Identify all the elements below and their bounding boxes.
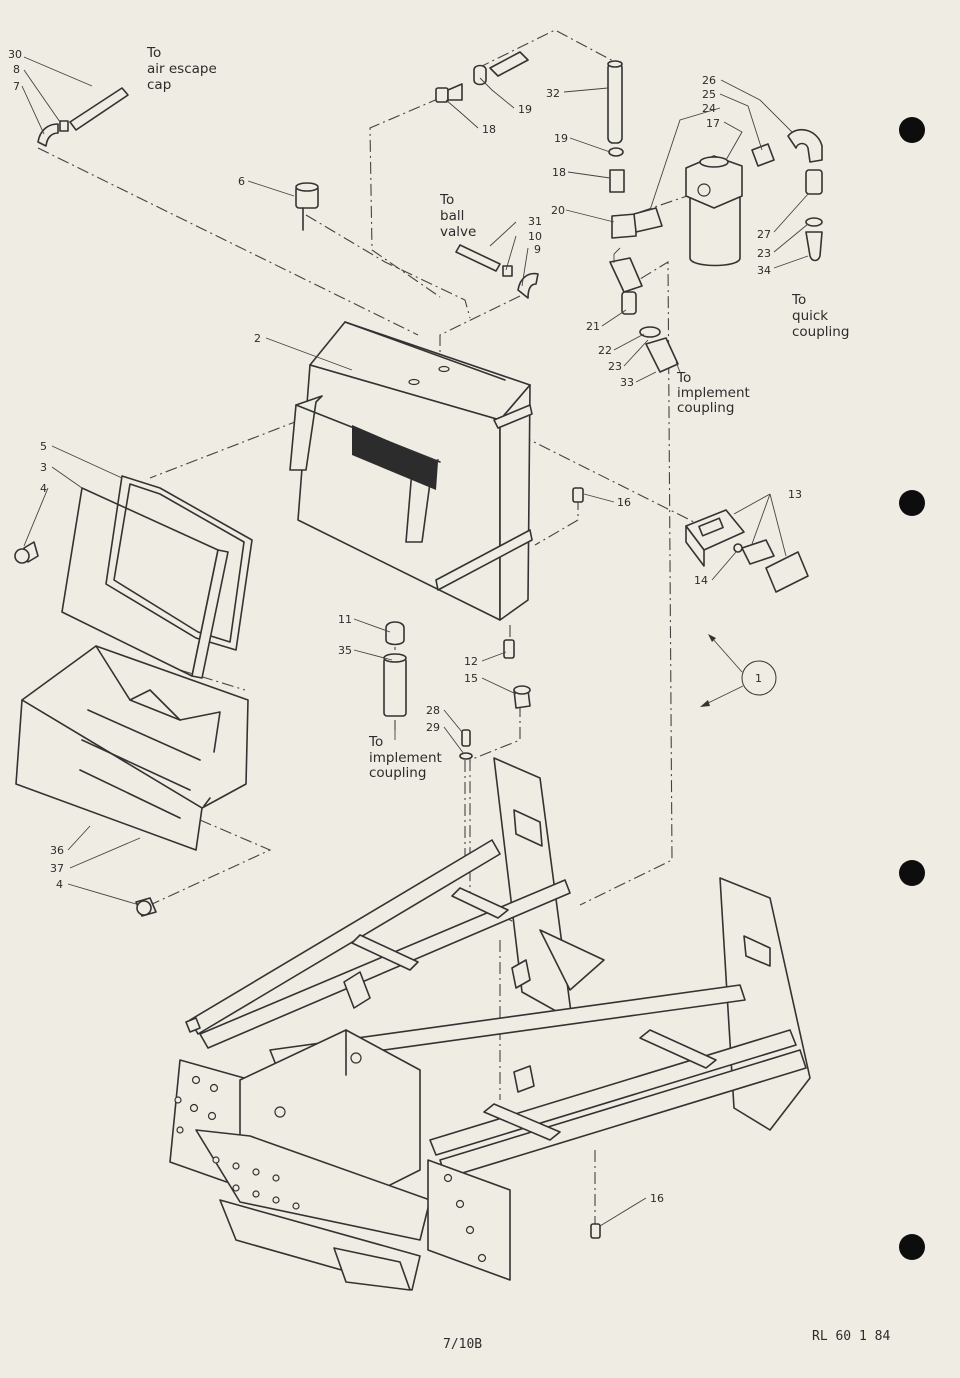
callout-numbers: 30 8 7 6 18 19 32 19 18 20 31 10 9 26 25… <box>8 48 802 1205</box>
callout-16-lower: 16 <box>650 1192 664 1205</box>
chassis-frame <box>169 757 811 1291</box>
callout-11: 11 <box>338 613 352 626</box>
callout-5: 5 <box>40 440 47 453</box>
air-duct-36 <box>15 645 249 851</box>
callout-30: 30 <box>8 48 22 61</box>
destination-notes: To air escape cap To ball valve To quick… <box>146 45 849 781</box>
callout-18-lower: 18 <box>552 166 566 179</box>
callout-33: 33 <box>620 376 634 389</box>
callout-26: 26 <box>702 74 716 87</box>
perforated-grille-panel <box>14 487 229 679</box>
filter-canister <box>685 128 823 267</box>
callout-19-upper: 19 <box>518 103 532 116</box>
reference-circle-1 <box>700 634 777 707</box>
bolt-16-lower <box>590 1223 601 1239</box>
callout-2: 2 <box>254 332 261 345</box>
tank-cover-hood <box>289 321 533 621</box>
callout-4-lower: 4 <box>56 878 63 891</box>
callout-3: 3 <box>40 461 47 474</box>
note-ball-valve: To ball valve <box>439 192 476 240</box>
hose-to-ball-valve <box>455 244 539 299</box>
callout-8: 8 <box>13 63 20 76</box>
callout-9: 9 <box>534 243 541 256</box>
small-bushings-12-15 <box>503 639 531 709</box>
callout-21: 21 <box>586 320 600 333</box>
callout-36: 36 <box>50 844 64 857</box>
vertical-hose-32 <box>607 60 623 144</box>
callout-37: 37 <box>50 862 64 875</box>
callout-1: 1 <box>755 672 762 685</box>
page-number: 7/10B <box>443 1337 482 1352</box>
breather-cap <box>295 182 319 231</box>
callout-7: 7 <box>13 80 20 93</box>
callout-6: 6 <box>238 175 245 188</box>
callout-10: 10 <box>528 230 542 243</box>
upper-union-fittings <box>435 51 529 103</box>
bolt-28-29 <box>459 729 473 760</box>
callout-20: 20 <box>551 204 565 217</box>
callout-32: 32 <box>546 87 560 100</box>
hose-35 <box>383 621 407 717</box>
callout-18-upper: 18 <box>482 123 496 136</box>
callout-13: 13 <box>788 488 802 501</box>
document-reference: RL 60 1 84 <box>812 1329 890 1344</box>
bolt-16-upper <box>572 487 584 503</box>
callout-25: 25 <box>702 88 716 101</box>
callout-16-upper: 16 <box>617 496 631 509</box>
callout-34: 34 <box>757 264 771 277</box>
callout-28: 28 <box>426 704 440 717</box>
grille-frame <box>105 475 253 651</box>
fastener-4-lower <box>135 897 157 917</box>
callout-14: 14 <box>694 574 708 587</box>
callout-12: 12 <box>464 655 478 668</box>
note-implement-coupling-top: To implement coupling <box>676 370 754 416</box>
tee-fitting-assembly <box>608 147 679 373</box>
note-implement-coupling-bottom: To implement coupling <box>368 734 446 781</box>
hose-to-air-escape-cap <box>37 87 129 147</box>
callout-22: 22 <box>598 344 612 357</box>
callout-15: 15 <box>464 672 478 685</box>
callout-31: 31 <box>528 215 542 228</box>
connector-block <box>685 509 809 593</box>
callout-17: 17 <box>706 117 720 130</box>
callout-27: 27 <box>757 228 771 241</box>
binder-punch-holes <box>899 117 925 1260</box>
callout-35: 35 <box>338 644 352 657</box>
callout-29: 29 <box>426 721 440 734</box>
assembly-center-lines <box>37 29 701 1230</box>
callout-23-upper: 23 <box>757 247 771 260</box>
callout-leader-lines <box>21 56 809 1227</box>
callout-24: 24 <box>702 102 716 115</box>
callout-19-lower: 19 <box>554 132 568 145</box>
callout-4-upper: 4 <box>40 482 47 495</box>
note-quick-coupling: To quick coupling <box>791 292 849 340</box>
callout-23-lower: 23 <box>608 360 622 373</box>
note-air-escape-cap: To air escape cap <box>146 45 221 93</box>
